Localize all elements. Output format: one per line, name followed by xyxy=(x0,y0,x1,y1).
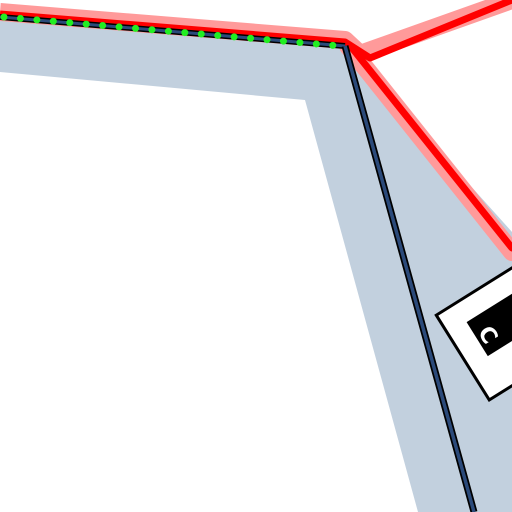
highlighted-route-diagonal xyxy=(348,44,512,252)
route-line-diagonal xyxy=(343,45,476,512)
route-line-top xyxy=(0,15,346,48)
route-shield-inner xyxy=(466,290,512,357)
trail-dotted-line xyxy=(0,13,344,50)
route-shield-icon[interactable]: C xyxy=(434,254,512,403)
road-area xyxy=(0,20,512,512)
